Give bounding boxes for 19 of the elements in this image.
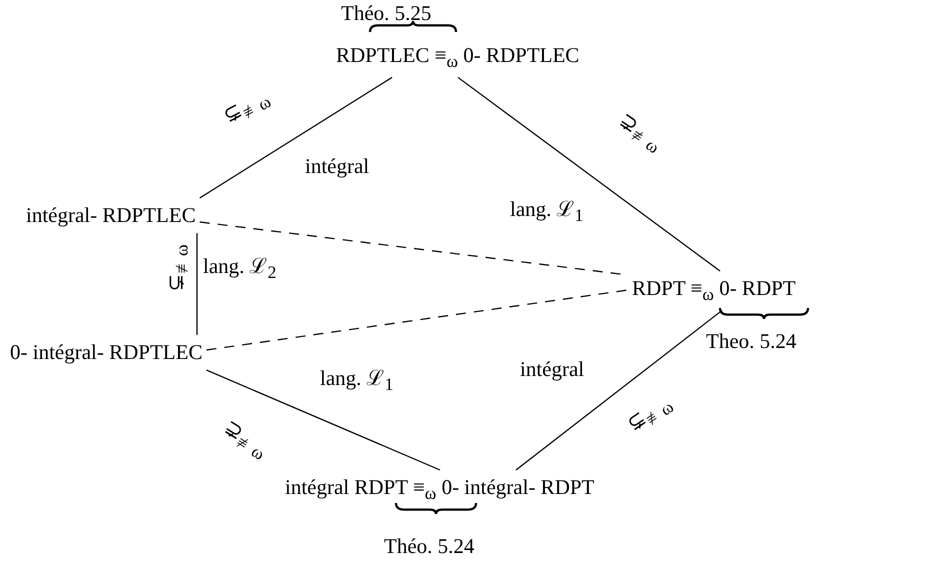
connector-line	[196, 233, 198, 335]
formula-text: intégral RDPT ≡$_{ω}$ 0- intégral- RDPT	[281, 470, 598, 510]
theorem-reference: Theo. 5.24	[706, 330, 796, 354]
formula-text: RDPT ≡$_{ω}$ 0- RDPT	[628, 271, 800, 310]
edge-label: intégral	[305, 155, 370, 178]
edge-label: lang. ℒ$_{2}$	[203, 255, 276, 282]
connector-line	[206, 370, 440, 471]
formula-text: 0- intégral- RDPTLEC	[6, 335, 206, 370]
edge-label: intégral	[520, 358, 584, 382]
formula-text: intégral- RDPTLEC	[22, 198, 200, 234]
connector-line	[206, 289, 628, 351]
connector-line	[458, 76, 720, 272]
connector-line	[199, 76, 392, 198]
theorem-reference: Théo. 5.24	[384, 535, 474, 558]
connector-line	[516, 310, 722, 470]
formula-text: RDPTLEC ≡$_{ω}$ 0- RDPTLEC	[332, 38, 584, 78]
edge-label: lang. ℒ$_{1}$	[320, 367, 394, 394]
theorem-reference: Théo. 5.25	[341, 2, 432, 26]
edge-label: lang. ℒ$_{1}$	[510, 198, 584, 226]
